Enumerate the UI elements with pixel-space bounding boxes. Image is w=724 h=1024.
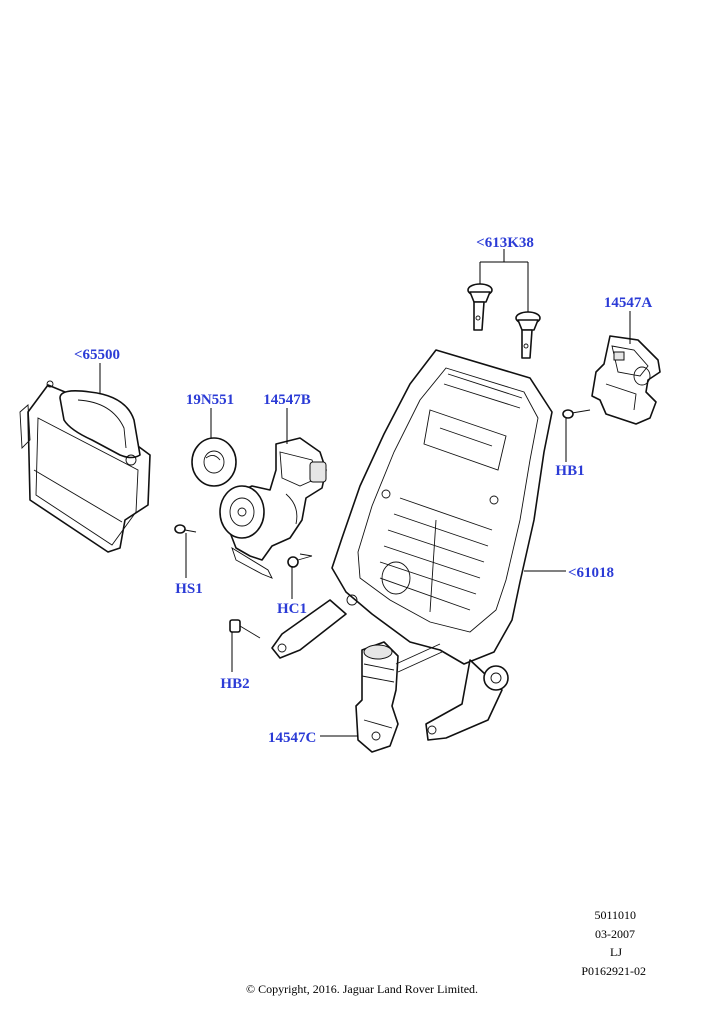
seat-back-panel-part[interactable] [19,380,151,553]
callout-hb1[interactable]: HB1 [555,463,584,479]
recliner-motor-part[interactable] [355,641,443,753]
callout-hc1[interactable]: HC1 [277,601,307,617]
callout-61018[interactable]: <61018 [568,565,614,581]
lumbar-pump-part[interactable] [219,437,327,579]
callout-hb2[interactable]: HB2 [220,676,249,692]
bolt-hb1-part[interactable] [562,409,591,419]
callout-14547c[interactable]: 14547C [268,730,316,746]
headrest-guide-left-part[interactable] [467,283,493,331]
meta-date: 03-2007 [595,927,635,941]
callout-14547a[interactable]: 14547A [604,295,653,311]
callout-hs1[interactable]: HS1 [175,581,203,597]
meta-ref: P0162921-02 [581,964,646,978]
bolt-hb2-part[interactable] [229,619,261,639]
round-cover-part[interactable] [191,437,237,487]
callout-19n551[interactable]: 19N551 [186,392,234,408]
meta-initials: LJ [610,945,622,959]
seat-back-frame-part[interactable] [271,349,553,741]
callout-613k38[interactable]: <613K38 [476,235,534,251]
copyright-notice: © Copyright, 2016. Jaguar Land Rover Lim… [245,982,479,996]
control-module-part[interactable] [591,335,661,425]
callout-14547b[interactable]: 14547B [263,392,311,408]
meta-code: 5011010 [594,908,636,922]
screw-hs1-part[interactable] [174,524,197,534]
headrest-guide-right-part[interactable] [515,311,541,359]
clip-hc1-part[interactable] [287,553,313,568]
leader-lines [99,249,631,737]
callout-65500[interactable]: <65500 [74,347,120,363]
